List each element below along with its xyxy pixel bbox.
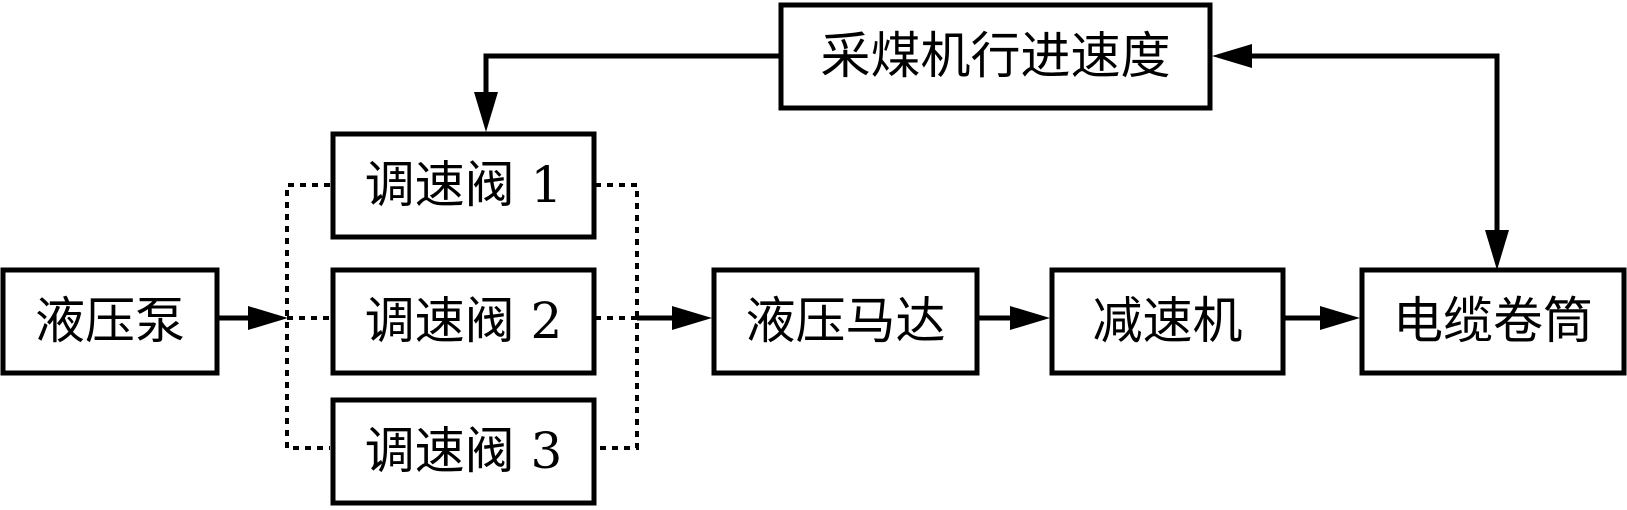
node-pump: 液压泵 <box>0 267 220 376</box>
arrowhead-pump-to-valves <box>248 306 288 330</box>
arrow-speed-to-valve1 <box>483 53 781 95</box>
left-manifold-line <box>285 183 330 450</box>
node-reducer-label: 减速机 <box>1093 292 1243 350</box>
arrowhead-into-drum <box>1485 230 1509 270</box>
node-reducer: 减速机 <box>1049 267 1286 376</box>
arrowhead-reducer-to-drum <box>1320 306 1360 330</box>
node-speed: 采煤机行进速度 <box>778 2 1213 111</box>
arrowhead-speed-to-valve1 <box>474 92 498 132</box>
node-valve2-label: 调速阀 2 <box>365 292 563 350</box>
arrowhead-into-speed <box>1212 44 1252 68</box>
node-motor-label: 液压马达 <box>746 292 946 350</box>
arrowhead-valves-to-motor <box>672 306 712 330</box>
right-manifold-line <box>595 183 639 450</box>
node-pump-label: 液压泵 <box>35 292 185 350</box>
arrow-speed-drum <box>1250 53 1500 232</box>
node-valve3-label: 调速阀 3 <box>365 422 563 480</box>
node-valve2: 调速阀 2 <box>330 267 597 376</box>
node-drum: 电缆卷筒 <box>1359 267 1627 376</box>
node-motor: 液压马达 <box>711 267 980 376</box>
node-valve1-label: 调速阀 1 <box>365 156 563 214</box>
node-valve1: 调速阀 1 <box>330 131 597 240</box>
node-valve3: 调速阀 3 <box>330 397 597 506</box>
node-speed-label: 采煤机行进速度 <box>821 27 1171 85</box>
node-drum-label: 电缆卷筒 <box>1393 292 1593 350</box>
arrowhead-motor-to-reducer <box>1010 306 1050 330</box>
